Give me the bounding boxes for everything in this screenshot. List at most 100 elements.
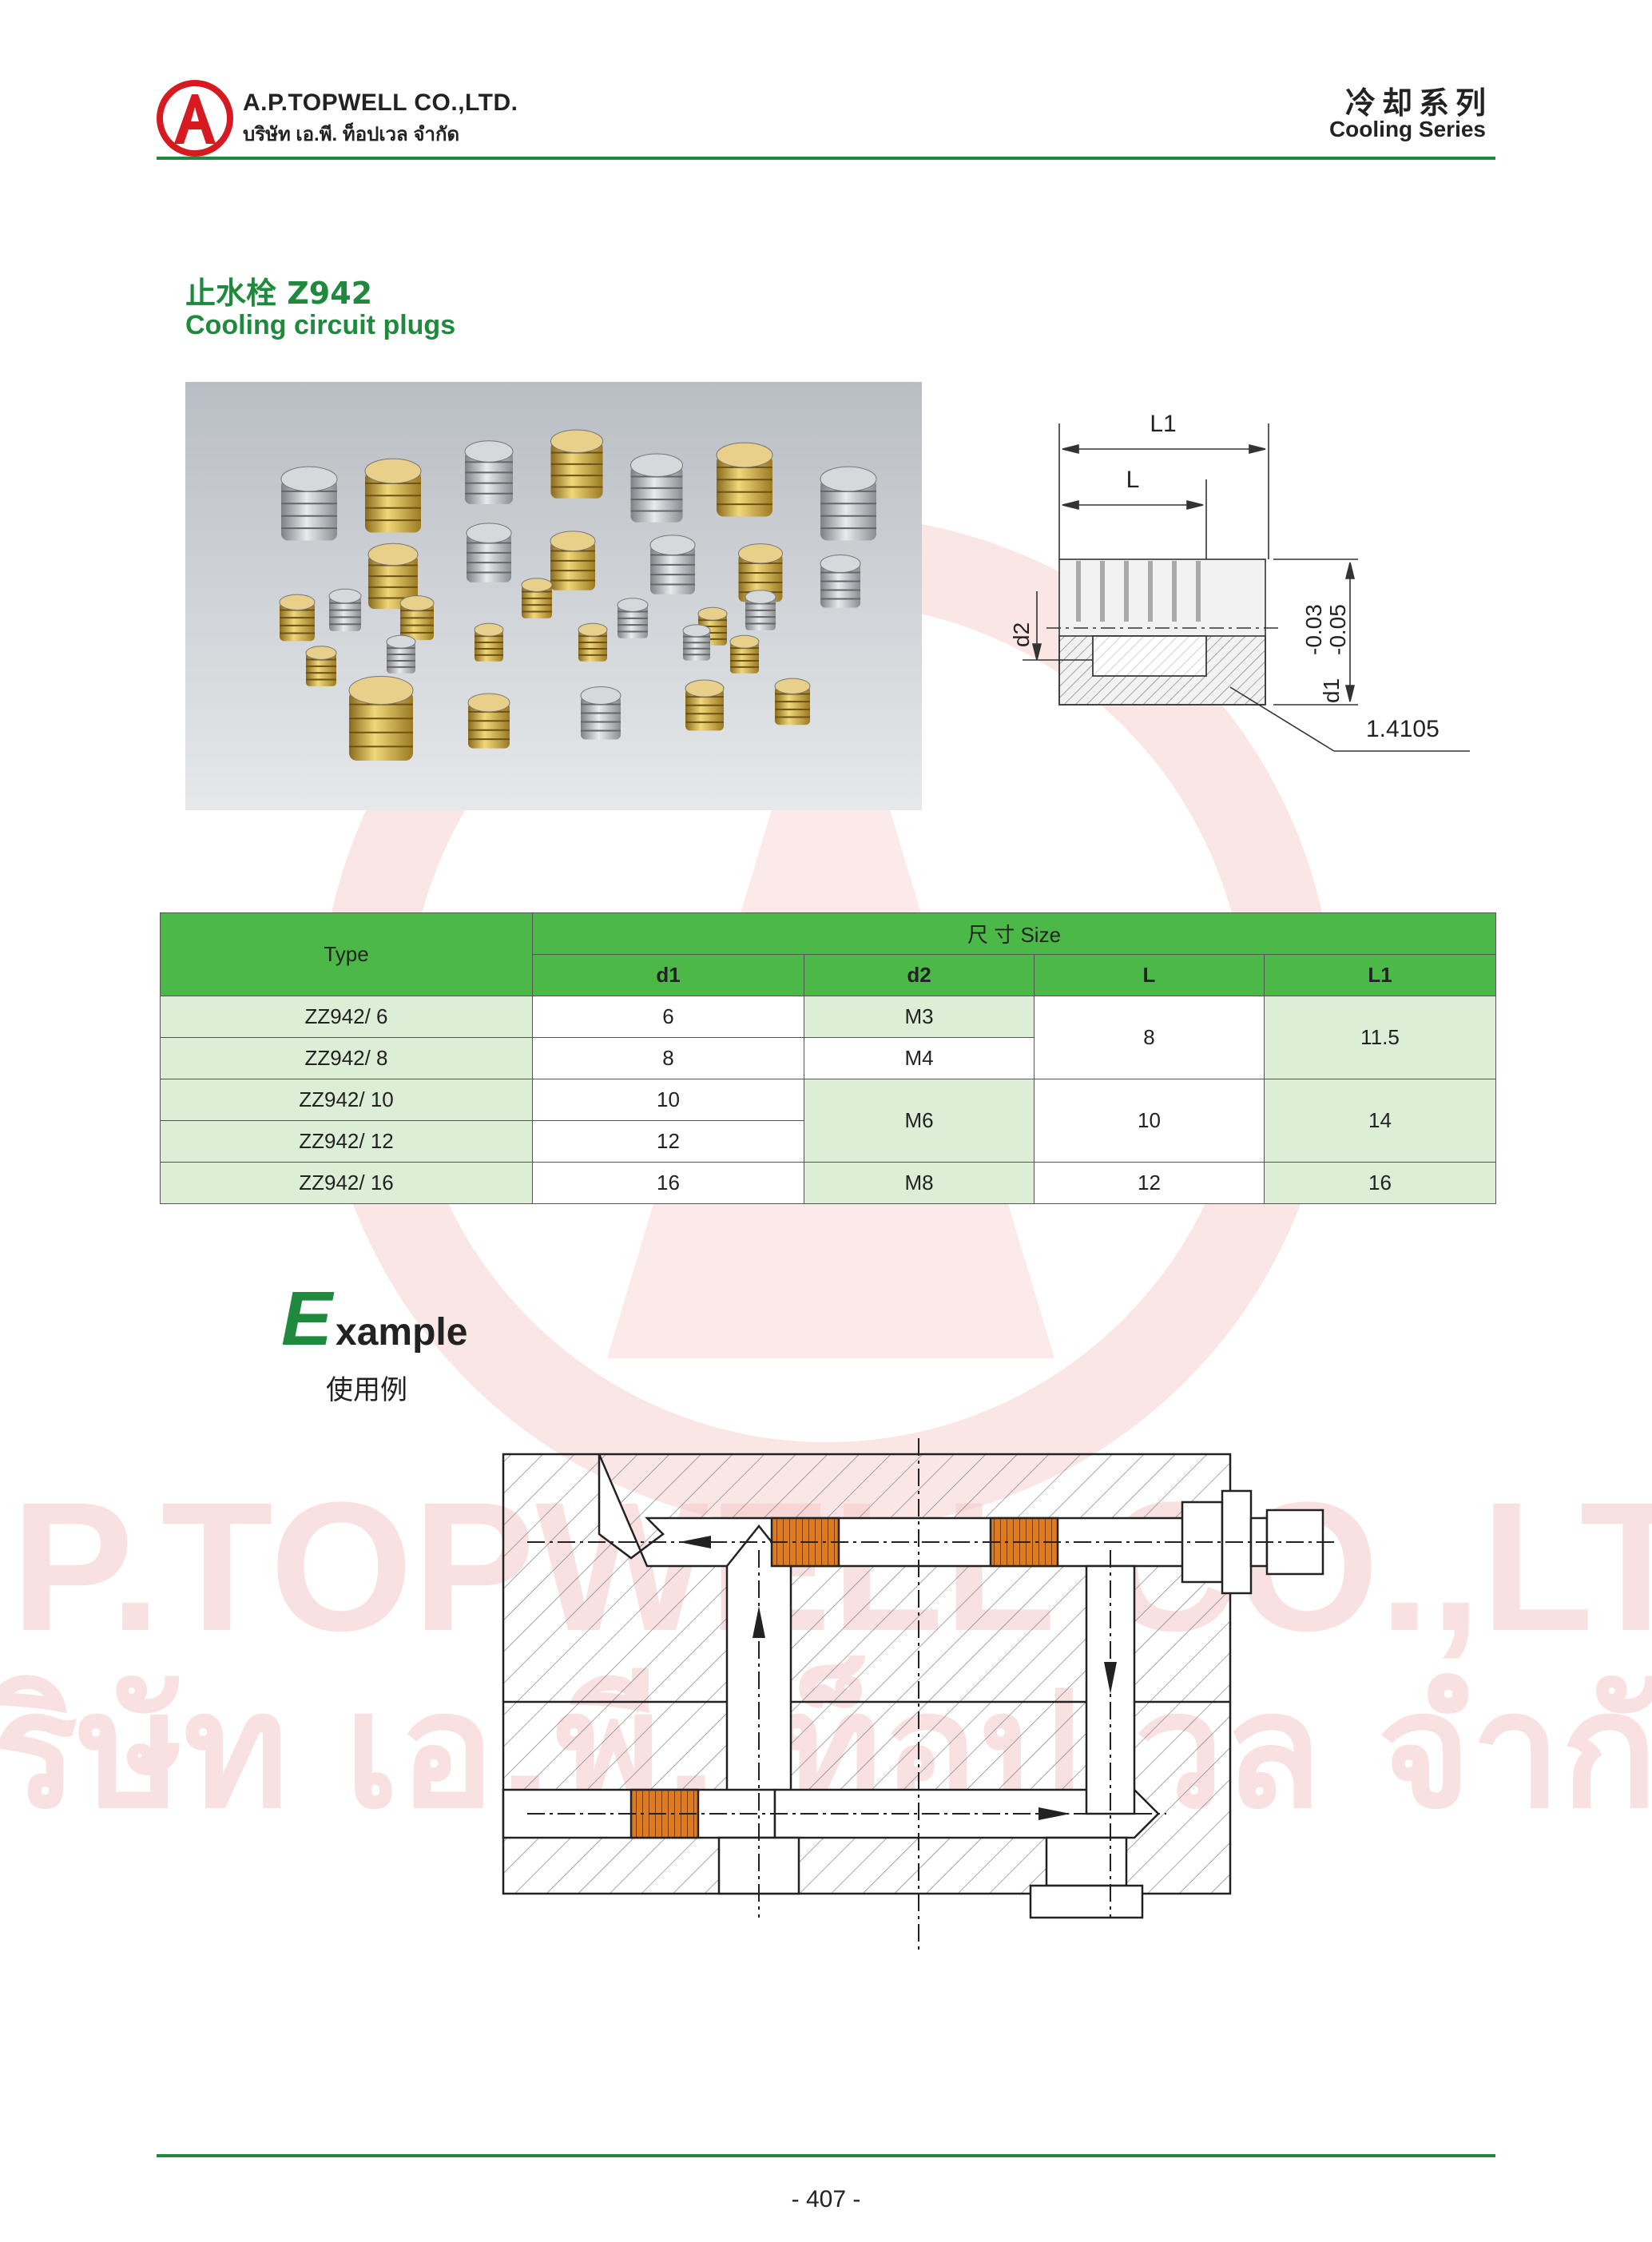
product-photo	[185, 382, 922, 810]
dim-d2-label: d2	[1009, 622, 1034, 647]
cell-d2: M4	[804, 1037, 1034, 1079]
photo-plug-top	[348, 675, 414, 706]
photo-plug	[775, 686, 810, 725]
table-row: ZZ942/ 6 6 M3 8 11.5	[160, 996, 1497, 1079]
cell-L1: 11.5	[1263, 996, 1497, 1079]
photo-plug-top	[474, 622, 504, 637]
photo-plug-top	[521, 578, 553, 592]
photo-plug	[820, 479, 876, 541]
cell-d1: 12	[532, 1120, 804, 1163]
cell-d1: 6	[532, 996, 804, 1038]
cell-d1: 10	[532, 1079, 804, 1121]
photo-plug	[745, 597, 776, 630]
photo-plug-top	[280, 466, 338, 492]
photo-plug-top	[649, 535, 696, 556]
dim-L-label: L	[1126, 467, 1140, 493]
product-title-cn: 止水栓 Z942	[185, 276, 373, 311]
cell-L: 10	[1034, 1079, 1265, 1163]
photo-plug-top	[630, 453, 683, 478]
table-row: ZZ942/ 10 10 M6 10 14	[160, 1079, 1497, 1163]
photo-plug-top	[580, 686, 621, 705]
photo-plug-top	[367, 543, 419, 566]
company-logo	[157, 80, 233, 157]
cell-d2: M8	[804, 1162, 1034, 1204]
photo-plug-top	[685, 679, 725, 698]
photo-plug-top	[820, 466, 877, 492]
photo-plug	[387, 642, 415, 674]
photo-plug-top	[399, 595, 435, 611]
photo-plug-top	[466, 523, 512, 544]
cell-L: 8	[1034, 996, 1265, 1079]
photo-plug	[365, 471, 421, 533]
photo-plug	[683, 630, 710, 661]
company-name-th: บริษัท เอ.พี. ท็อปเวล จำกัด	[243, 124, 460, 145]
photo-plug	[468, 702, 510, 749]
header-d1: d1	[656, 963, 681, 987]
photo-plug-top	[386, 634, 416, 649]
cell-type: ZZ942/ 12	[160, 1120, 533, 1163]
photo-plug-top	[279, 594, 316, 610]
example-heading-cn: 使用例	[326, 1374, 407, 1406]
material-label: 1.4105	[1366, 716, 1440, 742]
photo-plug	[717, 455, 772, 517]
photo-plug	[281, 479, 337, 541]
photo-plug-top	[328, 588, 362, 604]
dim-d1-label: d1	[1319, 678, 1344, 703]
tolerance-upper: -0.03	[1301, 604, 1326, 655]
photo-plug	[550, 441, 603, 499]
photo-plug	[738, 553, 783, 602]
table-row: ZZ942/ 8 8 M4	[160, 1037, 1496, 1079]
table-row: ZZ942/ 16 16 M8 12 16	[160, 1162, 1497, 1204]
example-initial: E	[281, 1276, 333, 1361]
dim-L1-label: L1	[1150, 411, 1176, 437]
photo-plug-top	[745, 590, 776, 604]
photo-plug	[685, 688, 724, 731]
plug-technical-drawing: L1 L d2 d1 -0.03 -0.05 1.4105	[1009, 411, 1470, 752]
photo-plug	[465, 451, 513, 504]
photo-plug	[349, 690, 413, 761]
photo-plug	[650, 545, 695, 594]
cell-d2: M3	[804, 996, 1034, 1038]
photo-plug-top	[550, 429, 603, 454]
header-type: Type	[160, 912, 533, 996]
tolerance-lower: -0.05	[1325, 604, 1350, 655]
photo-plug	[280, 602, 315, 642]
header-d2: d2	[907, 963, 931, 987]
photo-plug	[618, 605, 648, 638]
header-size: 尺 寸 Size	[531, 912, 1497, 955]
photo-plug-top	[716, 442, 773, 468]
photo-plug	[306, 653, 336, 686]
spec-table: Type 尺 寸 Size d1 d2 L L1 ZZ942/ 6 6 M3 8…	[160, 912, 1497, 1204]
photo-plug-top	[305, 646, 337, 660]
example-heading: xample	[336, 1311, 468, 1354]
cell-type: ZZ942/ 10	[160, 1079, 533, 1121]
photo-plug	[630, 465, 683, 523]
photo-plug-top	[464, 440, 514, 463]
photo-plug-top	[578, 622, 608, 637]
photo-plug-top	[738, 543, 783, 564]
photo-plug-top	[364, 458, 422, 484]
company-name-en: A.P.TOPWELL CO.,LTD.	[243, 89, 518, 116]
cell-type: ZZ942/ 16	[160, 1162, 533, 1204]
photo-plug	[329, 596, 361, 631]
photo-plug	[581, 695, 621, 740]
photo-plug	[550, 541, 595, 590]
photo-plug	[730, 642, 759, 674]
cell-type: ZZ942/ 6	[160, 996, 533, 1038]
photo-plug-top	[729, 634, 760, 649]
photo-plug-top	[617, 598, 649, 612]
photo-plug-top	[682, 624, 711, 638]
cell-L1: 16	[1263, 1162, 1497, 1204]
photo-plug	[400, 602, 434, 641]
cell-type: ZZ942/ 8	[160, 1037, 533, 1079]
photo-plug	[578, 630, 607, 662]
cell-L1: 14	[1263, 1079, 1497, 1163]
series-title-cn: 冷却系列	[1344, 85, 1492, 121]
header-L: L	[1142, 963, 1156, 987]
series-title-en: Cooling Series	[1328, 117, 1486, 141]
photo-plug-top	[820, 555, 861, 573]
header-rule	[157, 157, 1495, 160]
example-drawing	[502, 1438, 1334, 1950]
page-number: - 407 -	[791, 2186, 861, 2212]
photo-plug-top	[467, 693, 510, 713]
